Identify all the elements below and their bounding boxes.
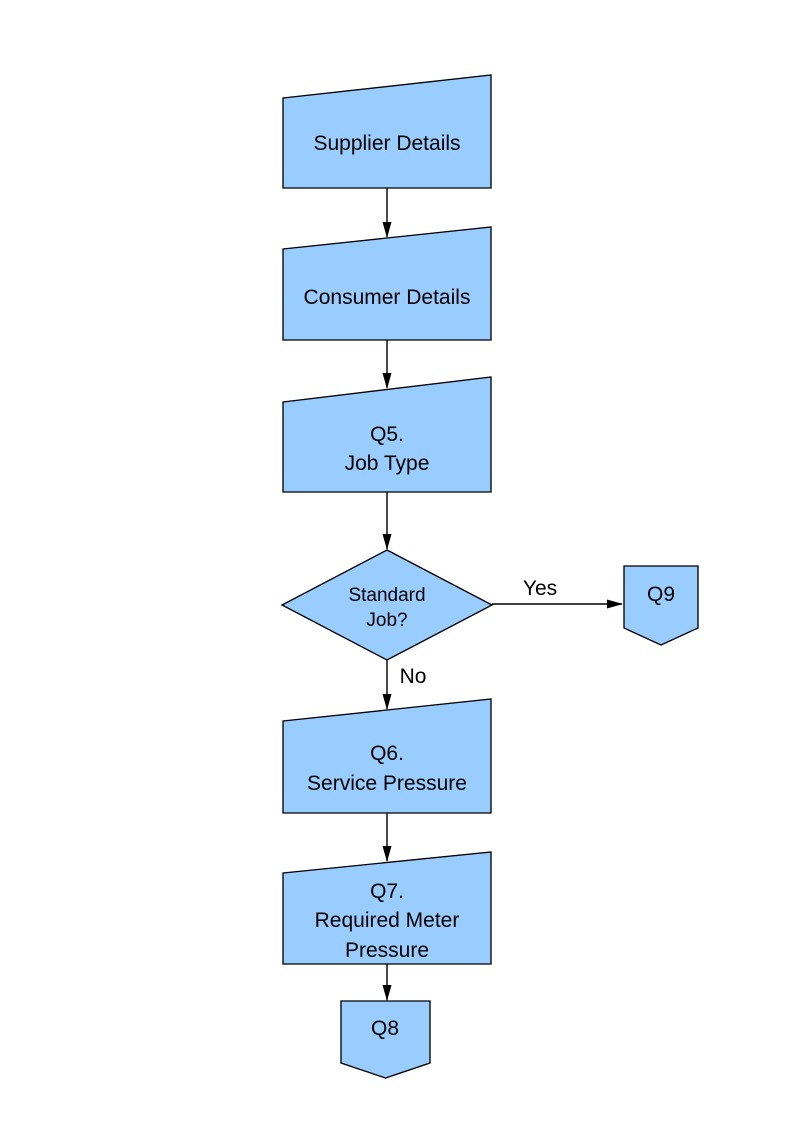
flowchart-nodes: Supplier Details Consumer Details Q5. Jo… bbox=[280, 74, 699, 1079]
node-q7-label-line2: Required Meter bbox=[315, 909, 460, 932]
node-q8-connector-shape bbox=[340, 1000, 431, 1079]
flowchart-edges: Yes No bbox=[382, 188, 623, 1001]
node-supplier-details-label: Supplier Details bbox=[313, 132, 460, 155]
node-standard-job-label-line2: Job? bbox=[366, 610, 407, 631]
node-q7-label-line1: Q7. bbox=[370, 880, 404, 903]
node-q5-label-line2: Job Type bbox=[345, 452, 430, 475]
node-standard-job-label-line1: Standard bbox=[348, 585, 425, 606]
node-q5-label-line1: Q5. bbox=[370, 423, 404, 446]
node-q6-label-line1: Q6. bbox=[370, 742, 404, 765]
node-consumer-details-label: Consumer Details bbox=[304, 286, 471, 309]
edge-label-no: No bbox=[400, 665, 427, 688]
node-standard-job-decision-shape bbox=[280, 549, 494, 661]
node-q7-label-line3: Pressure bbox=[345, 939, 429, 962]
node-q6-service-pressure-shape bbox=[282, 698, 492, 814]
edge-label-yes: Yes bbox=[523, 577, 557, 600]
node-q5-job-type-shape bbox=[282, 376, 492, 493]
node-q9-connector-shape bbox=[623, 565, 699, 646]
node-supplier-details-shape bbox=[282, 74, 492, 189]
node-consumer-details-shape bbox=[282, 226, 492, 341]
node-q6-label-line2: Service Pressure bbox=[307, 772, 467, 795]
node-q8-connector-label: Q8 bbox=[371, 1017, 399, 1040]
node-q9-connector-label: Q9 bbox=[647, 583, 675, 606]
node-q7-required-meter-pressure-shape bbox=[282, 851, 492, 965]
